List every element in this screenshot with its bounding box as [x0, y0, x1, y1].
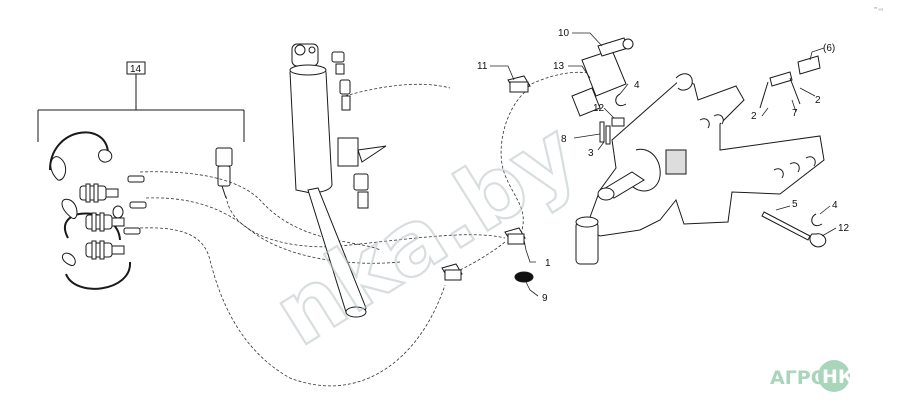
center-parts	[441, 37, 634, 283]
callout-12-right: 12	[838, 223, 850, 234]
callout-13: 13	[553, 61, 565, 72]
callout-4-center: 4	[634, 80, 640, 91]
callout-1: 1	[545, 258, 551, 269]
callout-3: 3	[588, 148, 594, 159]
callout-9: 9	[542, 293, 548, 304]
logo-circle-icon	[818, 360, 850, 392]
hydraulic-cylinder	[289, 43, 387, 318]
corner-mark: ⁰⁰ ₀₀₀	[874, 6, 884, 11]
callout-6: (6)	[823, 43, 835, 54]
callout-10: 10	[558, 28, 570, 39]
callout-2-right: 2	[815, 95, 821, 106]
callout-7: 7	[792, 108, 798, 119]
callout-8: 8	[561, 134, 567, 145]
callout-12-center: 12	[593, 103, 605, 114]
callout-5: 5	[792, 199, 798, 210]
logo-right-text: НКА	[822, 366, 868, 388]
leader-lines	[490, 32, 837, 297]
logo-left-text: АГРО	[770, 367, 827, 389]
callout-14: 14	[130, 64, 142, 75]
hitch-frame	[575, 55, 827, 265]
bracket-group-14	[37, 61, 245, 142]
callout-11: 11	[477, 61, 488, 72]
callout-4-right: 4	[832, 200, 838, 211]
callout-2-left: 2	[751, 111, 757, 122]
agronka-logo: АГРО НКА	[770, 360, 868, 392]
hose-couplers	[49, 131, 233, 290]
